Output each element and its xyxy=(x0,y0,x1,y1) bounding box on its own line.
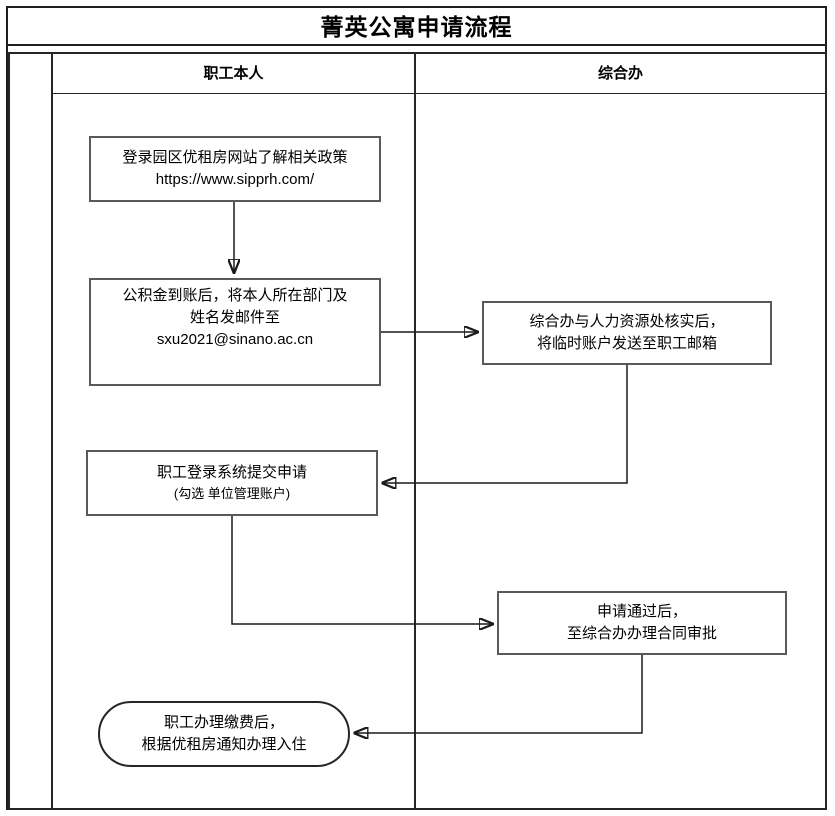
step-text-line: sxu2021@sinano.ac.cn xyxy=(156,331,314,348)
step-check-in-terminator: 职工办理缴费后， 根据优租房通知办理入住 xyxy=(98,701,350,767)
lane-header-general-office: 综合办 xyxy=(597,65,643,82)
step-text-note: (勾选 单位管理账户) xyxy=(173,486,291,501)
arrow-step5-to-step6 xyxy=(354,655,643,733)
step-verify-account: 综合办与人力资源处核实后， 将临时账户发送至职工邮箱 xyxy=(482,301,772,365)
step-text-line: 综合办与人力资源处核实后， xyxy=(529,313,725,330)
page-title: 菁英公寓申请流程 xyxy=(6,6,827,46)
arrow-step4-to-step5 xyxy=(231,516,493,624)
phase-column-divider xyxy=(51,52,53,810)
step-text-line: https://www.sipprh.com/ xyxy=(155,171,315,188)
step-text-line: 根据优租房通知办理入住 xyxy=(141,736,307,753)
step-text-line: 职工办理缴费后， xyxy=(163,714,284,731)
step-text-line: 职工登录系统提交申请 xyxy=(156,464,307,481)
step-text-line: 申请通过后， xyxy=(596,603,687,620)
step-text-line: 姓名发邮件至 xyxy=(189,309,280,326)
step-send-email: 公积金到账后，将本人所在部门及 姓名发邮件至 sxu2021@sinano.ac… xyxy=(89,278,381,386)
step-text-line: 登录园区优租房网站了解相关政策 xyxy=(122,149,348,166)
lane-divider xyxy=(414,52,416,810)
step-text-line: 公积金到账后，将本人所在部门及 xyxy=(122,287,348,304)
swimlane-table-border xyxy=(8,52,827,810)
lane-header-employee: 职工本人 xyxy=(203,65,264,82)
step-text-line: 将临时账户发送至职工邮箱 xyxy=(536,335,717,352)
step-text-line: 至综合办办理合同审批 xyxy=(566,625,717,642)
lane-header-underline xyxy=(52,93,825,94)
step-contract-approve: 申请通过后， 至综合办办理合同审批 xyxy=(497,591,787,655)
step-visit-website: 登录园区优租房网站了解相关政策 https://www.sipprh.com/ xyxy=(89,136,381,202)
step-submit-apply: 职工登录系统提交申请 (勾选 单位管理账户) xyxy=(86,450,378,516)
arrow-step3-to-step4 xyxy=(382,365,628,483)
